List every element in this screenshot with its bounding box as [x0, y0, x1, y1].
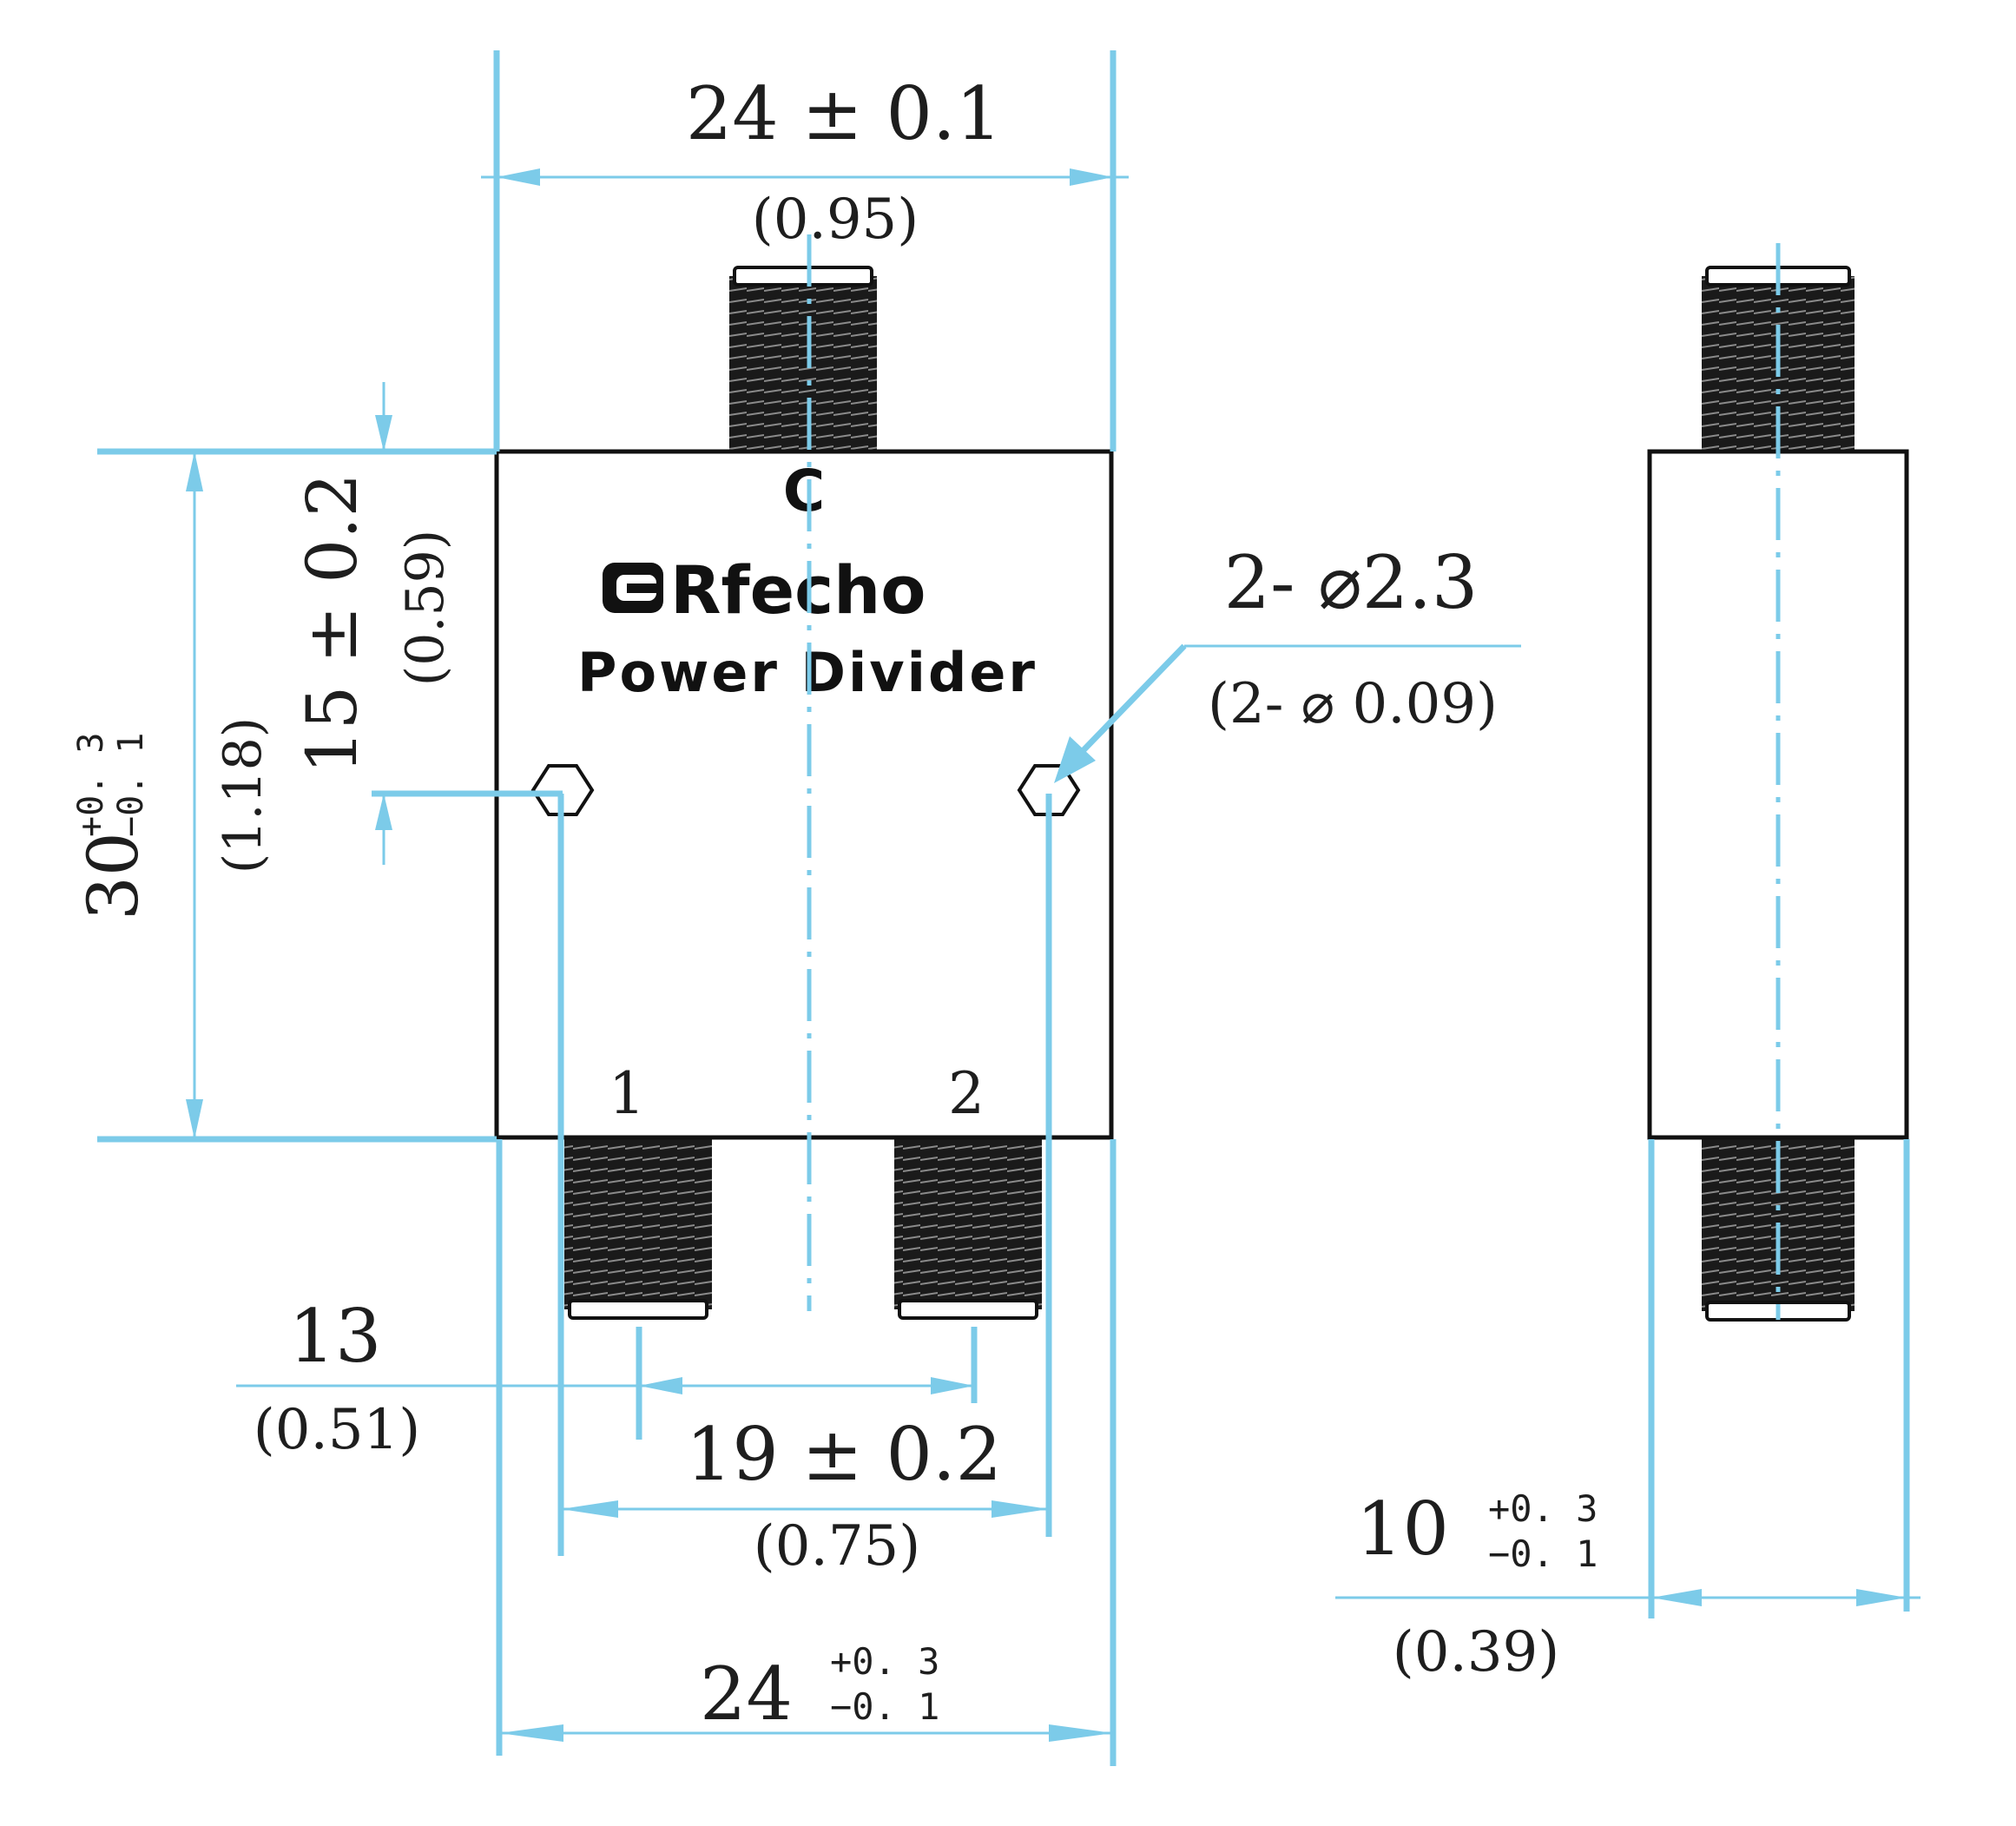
dim-width-top: 24 ± 0.1 (0.95): [481, 50, 1129, 452]
svg-text:2- ⌀2.3: 2- ⌀2.3: [1224, 540, 1479, 625]
dim-height: 30 +0. 3 −0. 1 (1.18): [71, 448, 497, 1143]
connector-2: [894, 1136, 1042, 1320]
svg-text:+0. 3: +0. 3: [1488, 1487, 1598, 1530]
svg-text:19 ± 0.2: 19 ± 0.2: [686, 1412, 1002, 1497]
svg-text:15 ± 0.2: 15 ± 0.2: [292, 473, 372, 775]
svg-text:24 ± 0.1: 24 ± 0.1: [686, 71, 1002, 156]
port-label-1: 1: [609, 1060, 645, 1127]
dim-port-offset: 13 (0.51): [236, 1294, 978, 1462]
dim-hole-offset: 15 ± 0.2 (0.59): [292, 382, 563, 865]
svg-text:+0. 3: +0. 3: [830, 1640, 939, 1683]
product-name: Power Divider: [577, 641, 1038, 704]
svg-text:+0. 3: +0. 3: [71, 733, 111, 837]
svg-text:(0.95): (0.95): [752, 188, 919, 252]
dim-hole-spacing: 19 ± 0.2 (0.75): [557, 794, 1052, 1579]
svg-text:13: 13: [289, 1294, 382, 1379]
dim-width-bottom: 24 +0. 3 −0. 1: [496, 1139, 1117, 1766]
svg-text:(1.18): (1.18): [213, 717, 273, 873]
svg-text:(0.39): (0.39): [1393, 1620, 1559, 1684]
port-label-2: 2: [948, 1060, 985, 1127]
svg-text:(2- ⌀ 0.09): (2- ⌀ 0.09): [1208, 672, 1498, 736]
svg-text:24: 24: [700, 1651, 793, 1737]
svg-text:−0. 1: −0. 1: [1488, 1533, 1598, 1575]
connector-c: [729, 266, 877, 452]
rfecho-logo-icon: [603, 563, 663, 613]
svg-text:30: 30: [73, 832, 154, 920]
svg-text:(0.75): (0.75): [754, 1514, 920, 1579]
divider-body: [494, 449, 1114, 1140]
brand-name: Rfecho: [670, 551, 926, 629]
front-view: C Rfecho Power Divider 1 2: [494, 234, 1114, 1320]
side-view: [1647, 243, 1909, 1322]
svg-text:−0. 1: −0. 1: [830, 1685, 939, 1728]
svg-text:10: 10: [1356, 1487, 1449, 1572]
svg-text:(0.59): (0.59): [395, 530, 456, 686]
connector-1: [564, 1136, 712, 1320]
svg-text:−0. 1: −0. 1: [111, 733, 151, 837]
dim-thickness: 10 +0. 3 −0. 1 (0.39): [1335, 1139, 1920, 1684]
mounting-hole-left: [530, 764, 595, 816]
port-label-c: C: [783, 458, 825, 524]
svg-text:(0.51): (0.51): [254, 1398, 420, 1462]
dim-hole-diameter: 2- ⌀2.3 (2- ⌀ 0.09): [1054, 540, 1521, 783]
